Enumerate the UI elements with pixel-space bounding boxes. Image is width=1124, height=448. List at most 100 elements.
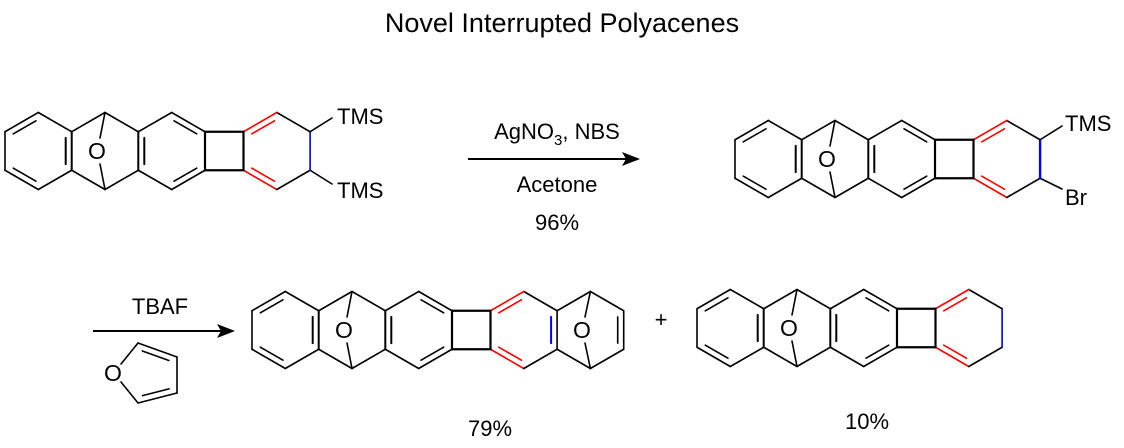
bond [284, 348, 320, 370]
double-bond-inner-line [173, 119, 198, 135]
bond [862, 288, 898, 310]
furan-oxygen-label: O [104, 360, 122, 386]
double-bond-inner-line [704, 344, 729, 360]
double-bond-inner-line [173, 167, 198, 183]
bond [4, 169, 40, 191]
bond [351, 290, 387, 312]
bond [767, 119, 803, 141]
bond [1005, 119, 1041, 141]
bond [796, 288, 832, 310]
double-bond-inner-line [259, 346, 284, 362]
reagent-label: TBAF [132, 294, 188, 319]
bond [762, 346, 798, 368]
bond [317, 290, 353, 312]
bond [800, 177, 836, 199]
oxygen-bridge-label: O [818, 146, 836, 172]
bond [522, 348, 558, 370]
bond [734, 119, 770, 141]
bond [900, 119, 936, 141]
solvent-label: Acetone [517, 172, 598, 197]
oxygen-bridge-bond [829, 171, 836, 199]
double-bond-inner-line [420, 298, 445, 314]
substituent-bottom: TMS [337, 178, 383, 203]
bond [104, 111, 140, 133]
bond [972, 119, 1008, 141]
bond [834, 177, 870, 199]
oxygen-bridge-label: O [780, 315, 798, 341]
bond [275, 111, 311, 133]
oxygen-bridge-bond [99, 111, 106, 139]
bond [251, 290, 287, 312]
bond [137, 111, 173, 133]
furan-structure: O [104, 342, 178, 404]
bond [696, 346, 732, 368]
double-bond-inner-line [12, 119, 37, 135]
scheme-title: Novel Interrupted Polyacenes [385, 8, 739, 38]
bond [170, 169, 206, 191]
double-bond-inner-line [981, 175, 1006, 191]
substituent-top: TMS [337, 104, 383, 129]
oxygen-bridge-bond [584, 342, 592, 370]
bond [317, 348, 353, 370]
double-bond-inner-line [498, 346, 523, 362]
bond [1005, 177, 1041, 199]
bond [862, 346, 898, 368]
bond [137, 342, 178, 358]
bond [522, 290, 558, 312]
reaction-step-1: AgNO3, NBS Acetone 96% [468, 119, 640, 235]
bond [417, 290, 453, 312]
reaction-arrow-head [622, 152, 640, 166]
oxygen-bridge-bond [346, 342, 353, 370]
substituent-top: TMS [1065, 111, 1111, 136]
bond [967, 288, 1003, 310]
substituent-bond [1039, 125, 1063, 141]
bond [70, 111, 106, 133]
double-bond-inner-line [943, 344, 968, 360]
double-bond-inner-line [251, 167, 276, 183]
yield-label: 96% [535, 210, 579, 235]
reagent-label: AgNO3, NBS [494, 119, 620, 149]
bond [796, 346, 832, 368]
bond [729, 288, 765, 310]
bond [351, 348, 387, 370]
bond [729, 346, 765, 368]
minor-product-yield: 10% [845, 409, 889, 434]
oxygen-bridge-bond [791, 288, 798, 316]
double-bond-inner-line [903, 127, 928, 143]
bond [696, 288, 732, 310]
double-bond-inner-line [903, 175, 928, 191]
double-bond-inner-line [251, 119, 276, 135]
double-bond-inner-line [981, 127, 1006, 143]
double-bond-inner-line [742, 127, 767, 143]
substituent-bond [1039, 177, 1063, 190]
bond [417, 348, 453, 370]
double-bond-inner-line [742, 175, 767, 191]
oxygen-bridge-bond [791, 340, 798, 368]
bond [556, 348, 592, 370]
bond [489, 348, 525, 370]
bond [137, 392, 178, 404]
bond [384, 290, 420, 312]
plus-sign: + [655, 307, 668, 332]
bond [834, 119, 870, 141]
oxygen-bridge-bond [99, 163, 106, 191]
bond [70, 169, 106, 191]
bond [800, 119, 836, 141]
bond [242, 111, 278, 133]
minor-product: O [696, 288, 1003, 368]
bond [104, 169, 140, 191]
bond [867, 177, 903, 199]
double-bond-inner-line [943, 296, 968, 312]
bond [934, 288, 970, 310]
bond [284, 290, 320, 312]
bond [972, 177, 1008, 199]
bond [275, 169, 311, 191]
substituent-bottom: Br [1065, 185, 1087, 210]
bond [242, 169, 278, 191]
oxygen-bridge-label: O [335, 317, 353, 343]
bond [734, 177, 770, 199]
bond [251, 348, 287, 370]
bond [489, 290, 525, 312]
bond [900, 177, 936, 199]
oxygen-bridge-bond [346, 290, 353, 318]
